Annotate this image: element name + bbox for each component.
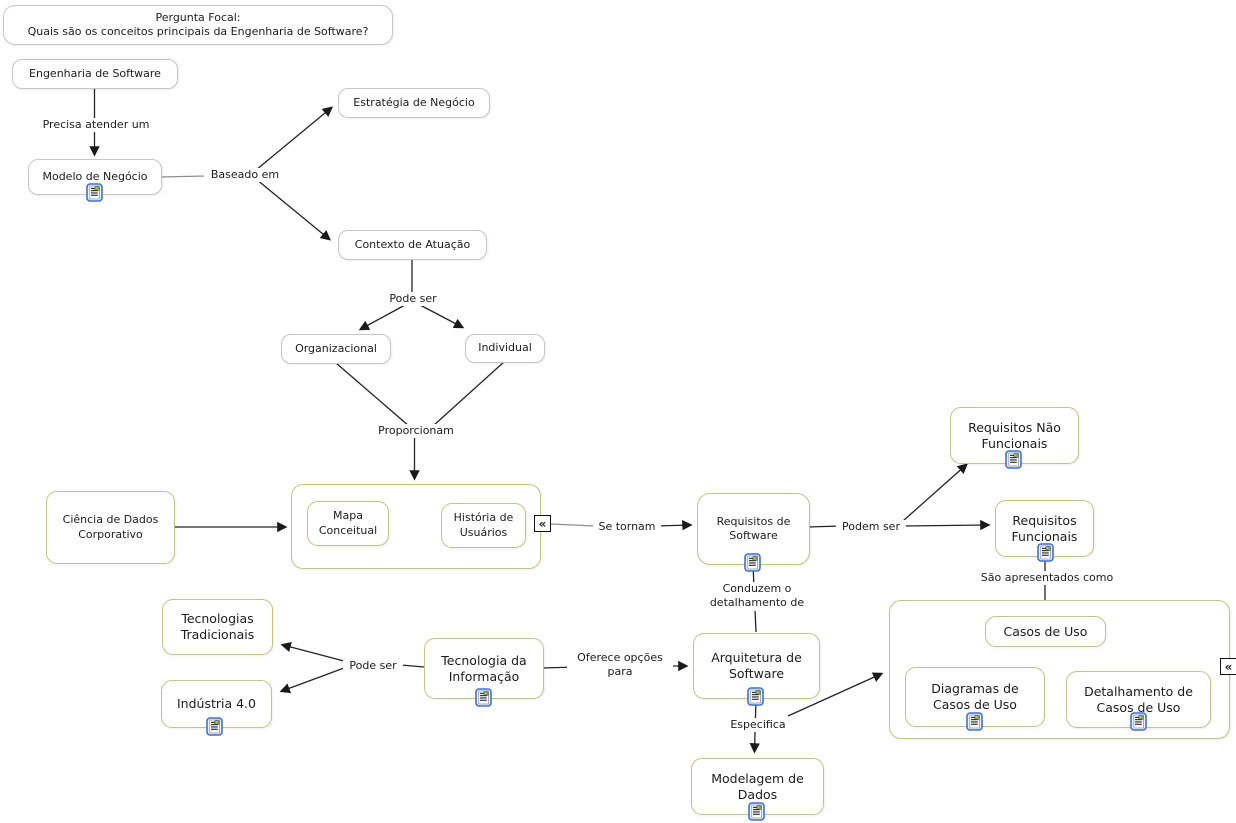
link-baseado-em[interactable]: Baseado em [204,168,286,183]
node-casos-de-uso[interactable]: Casos de Uso [985,616,1106,647]
node-historia-de-usuarios[interactable]: História de Usuários [441,503,526,548]
resource-icon[interactable] [86,183,103,202]
collapse-indicator-icon[interactable]: « [1220,658,1236,675]
link-sao-apresentados-como[interactable]: São apresentados como [971,571,1123,586]
link-conduzem-o-detalhamento[interactable]: Conduzem o detalhamento de [699,582,815,611]
node-tecnologias-tradicionais[interactable]: Tecnologias Tradicionais [162,599,273,655]
link-especifica[interactable]: Especifica [725,718,791,733]
node-engenharia-de-software[interactable]: Engenharia de Software [12,59,178,89]
node-estrategia-de-negocio[interactable]: Estratégia de Negócio [338,88,490,118]
node-mapa-conceitual[interactable]: Mapa Conceitual [307,501,389,546]
resource-icon[interactable] [1037,543,1054,562]
link-pode-ser-ti[interactable]: Pode ser [343,659,403,674]
link-proporcionam[interactable]: Proporcionam [370,424,462,439]
node-ciencia-de-dados[interactable]: Ciência de Dados Corporativo [46,491,175,564]
link-precisa-atender-um[interactable]: Precisa atender um [34,118,158,133]
node-organizacional[interactable]: Organizacional [281,334,391,364]
link-podem-ser[interactable]: Podem ser [836,520,906,535]
collapse-indicator-icon[interactable]: « [534,515,551,532]
link-pode-ser-contexto[interactable]: Pode ser [382,292,444,307]
resource-icon[interactable] [1005,450,1022,469]
link-se-tornam[interactable]: Se tornam [593,520,661,535]
link-oferece-opcoes-para[interactable]: Oferece opções para [567,651,673,680]
resource-icon[interactable] [966,712,983,731]
resource-icon[interactable] [748,802,765,821]
resource-icon[interactable] [1130,712,1147,731]
node-contexto-de-atuacao[interactable]: Contexto de Atuação [338,230,487,260]
resource-icon[interactable] [744,553,761,572]
resource-icon[interactable] [747,687,764,706]
resource-icon[interactable] [206,717,223,736]
node-individual[interactable]: Individual [465,334,545,363]
node-pergunta-focal[interactable]: Pergunta Focal: Quais são os conceitos p… [3,5,393,45]
resource-icon[interactable] [475,688,492,707]
